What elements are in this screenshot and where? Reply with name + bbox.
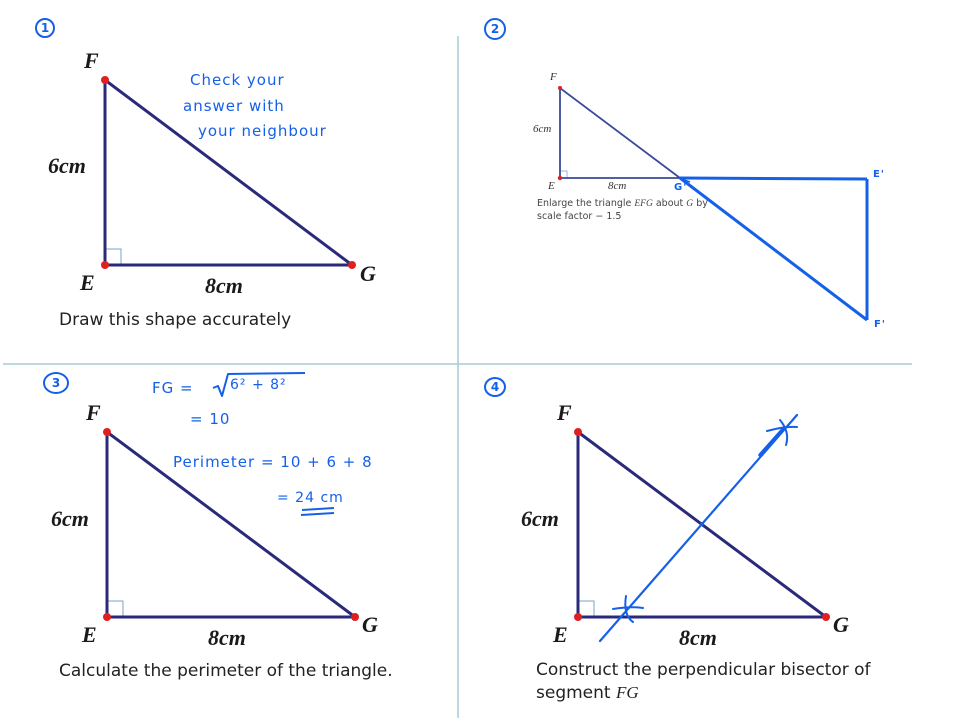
enlarged-triangle (679, 176, 869, 322)
label-f: F (86, 400, 101, 425)
label-side-8cm: 8cm (679, 625, 717, 650)
working-perimeter: Perimeter = 10 + 6 + 8 (173, 453, 373, 471)
vertex-g (822, 613, 830, 621)
label-f: F (557, 400, 572, 425)
triangle-panel-3 (103, 372, 359, 621)
perpendicular-bisector (598, 413, 799, 643)
label-side-6cm: 6cm (533, 123, 552, 135)
sqrt-sign (212, 372, 306, 397)
handwritten-note-line-3: your neighbour (198, 122, 327, 140)
triangle-panel-1 (101, 76, 356, 269)
label-side-6cm: 6cm (521, 506, 559, 531)
vertex-g (351, 613, 359, 621)
label-g-prime: G' (674, 182, 688, 193)
working-fg: FG = (152, 379, 194, 397)
label-g: G (833, 612, 849, 637)
label-side-6cm: 6cm (48, 153, 86, 178)
instruction-text: Draw this shape accurately (59, 310, 292, 330)
instruction-text: Calculate the perimeter of the triangle. (59, 661, 393, 681)
vertex-e (101, 261, 109, 269)
label-f: F (550, 71, 557, 83)
panel-number-3: 3 (43, 372, 69, 394)
label-side-8cm: 8cm (608, 180, 627, 192)
vertex-f (574, 428, 582, 436)
vertex-g (348, 261, 356, 269)
working-sqrt-expression: 6² + 8² (230, 377, 287, 393)
label-e: E (80, 270, 95, 295)
vertex-e (574, 613, 582, 621)
vertex-e (557, 175, 563, 181)
label-g: G (362, 612, 378, 637)
label-side-6cm: 6cm (51, 506, 89, 531)
vertex-f (103, 428, 111, 436)
label-e-prime: E' (873, 169, 885, 180)
panel-number-2: 2 (484, 18, 506, 40)
label-e: E (548, 180, 555, 192)
label-f: F (84, 48, 99, 73)
handwritten-note-line-2: answer with (183, 97, 285, 115)
vertex-f (101, 76, 109, 84)
label-f-prime: F' (874, 319, 886, 330)
panel-number-1: 1 (35, 18, 55, 38)
working-fg-result: = 10 (190, 410, 231, 428)
handwritten-note-line-1: Check your (190, 71, 285, 89)
label-side-8cm: 8cm (208, 625, 246, 650)
label-e: E (553, 622, 568, 647)
working-answer: = 24 cm (277, 490, 344, 506)
panel-number-4: 4 (484, 377, 506, 397)
vertex-f (558, 86, 562, 90)
label-e: E (82, 622, 97, 647)
triangle-panel-2 (557, 86, 683, 181)
label-side-8cm: 8cm (205, 273, 243, 298)
vertex-e (103, 613, 111, 621)
label-g: G (360, 261, 376, 286)
